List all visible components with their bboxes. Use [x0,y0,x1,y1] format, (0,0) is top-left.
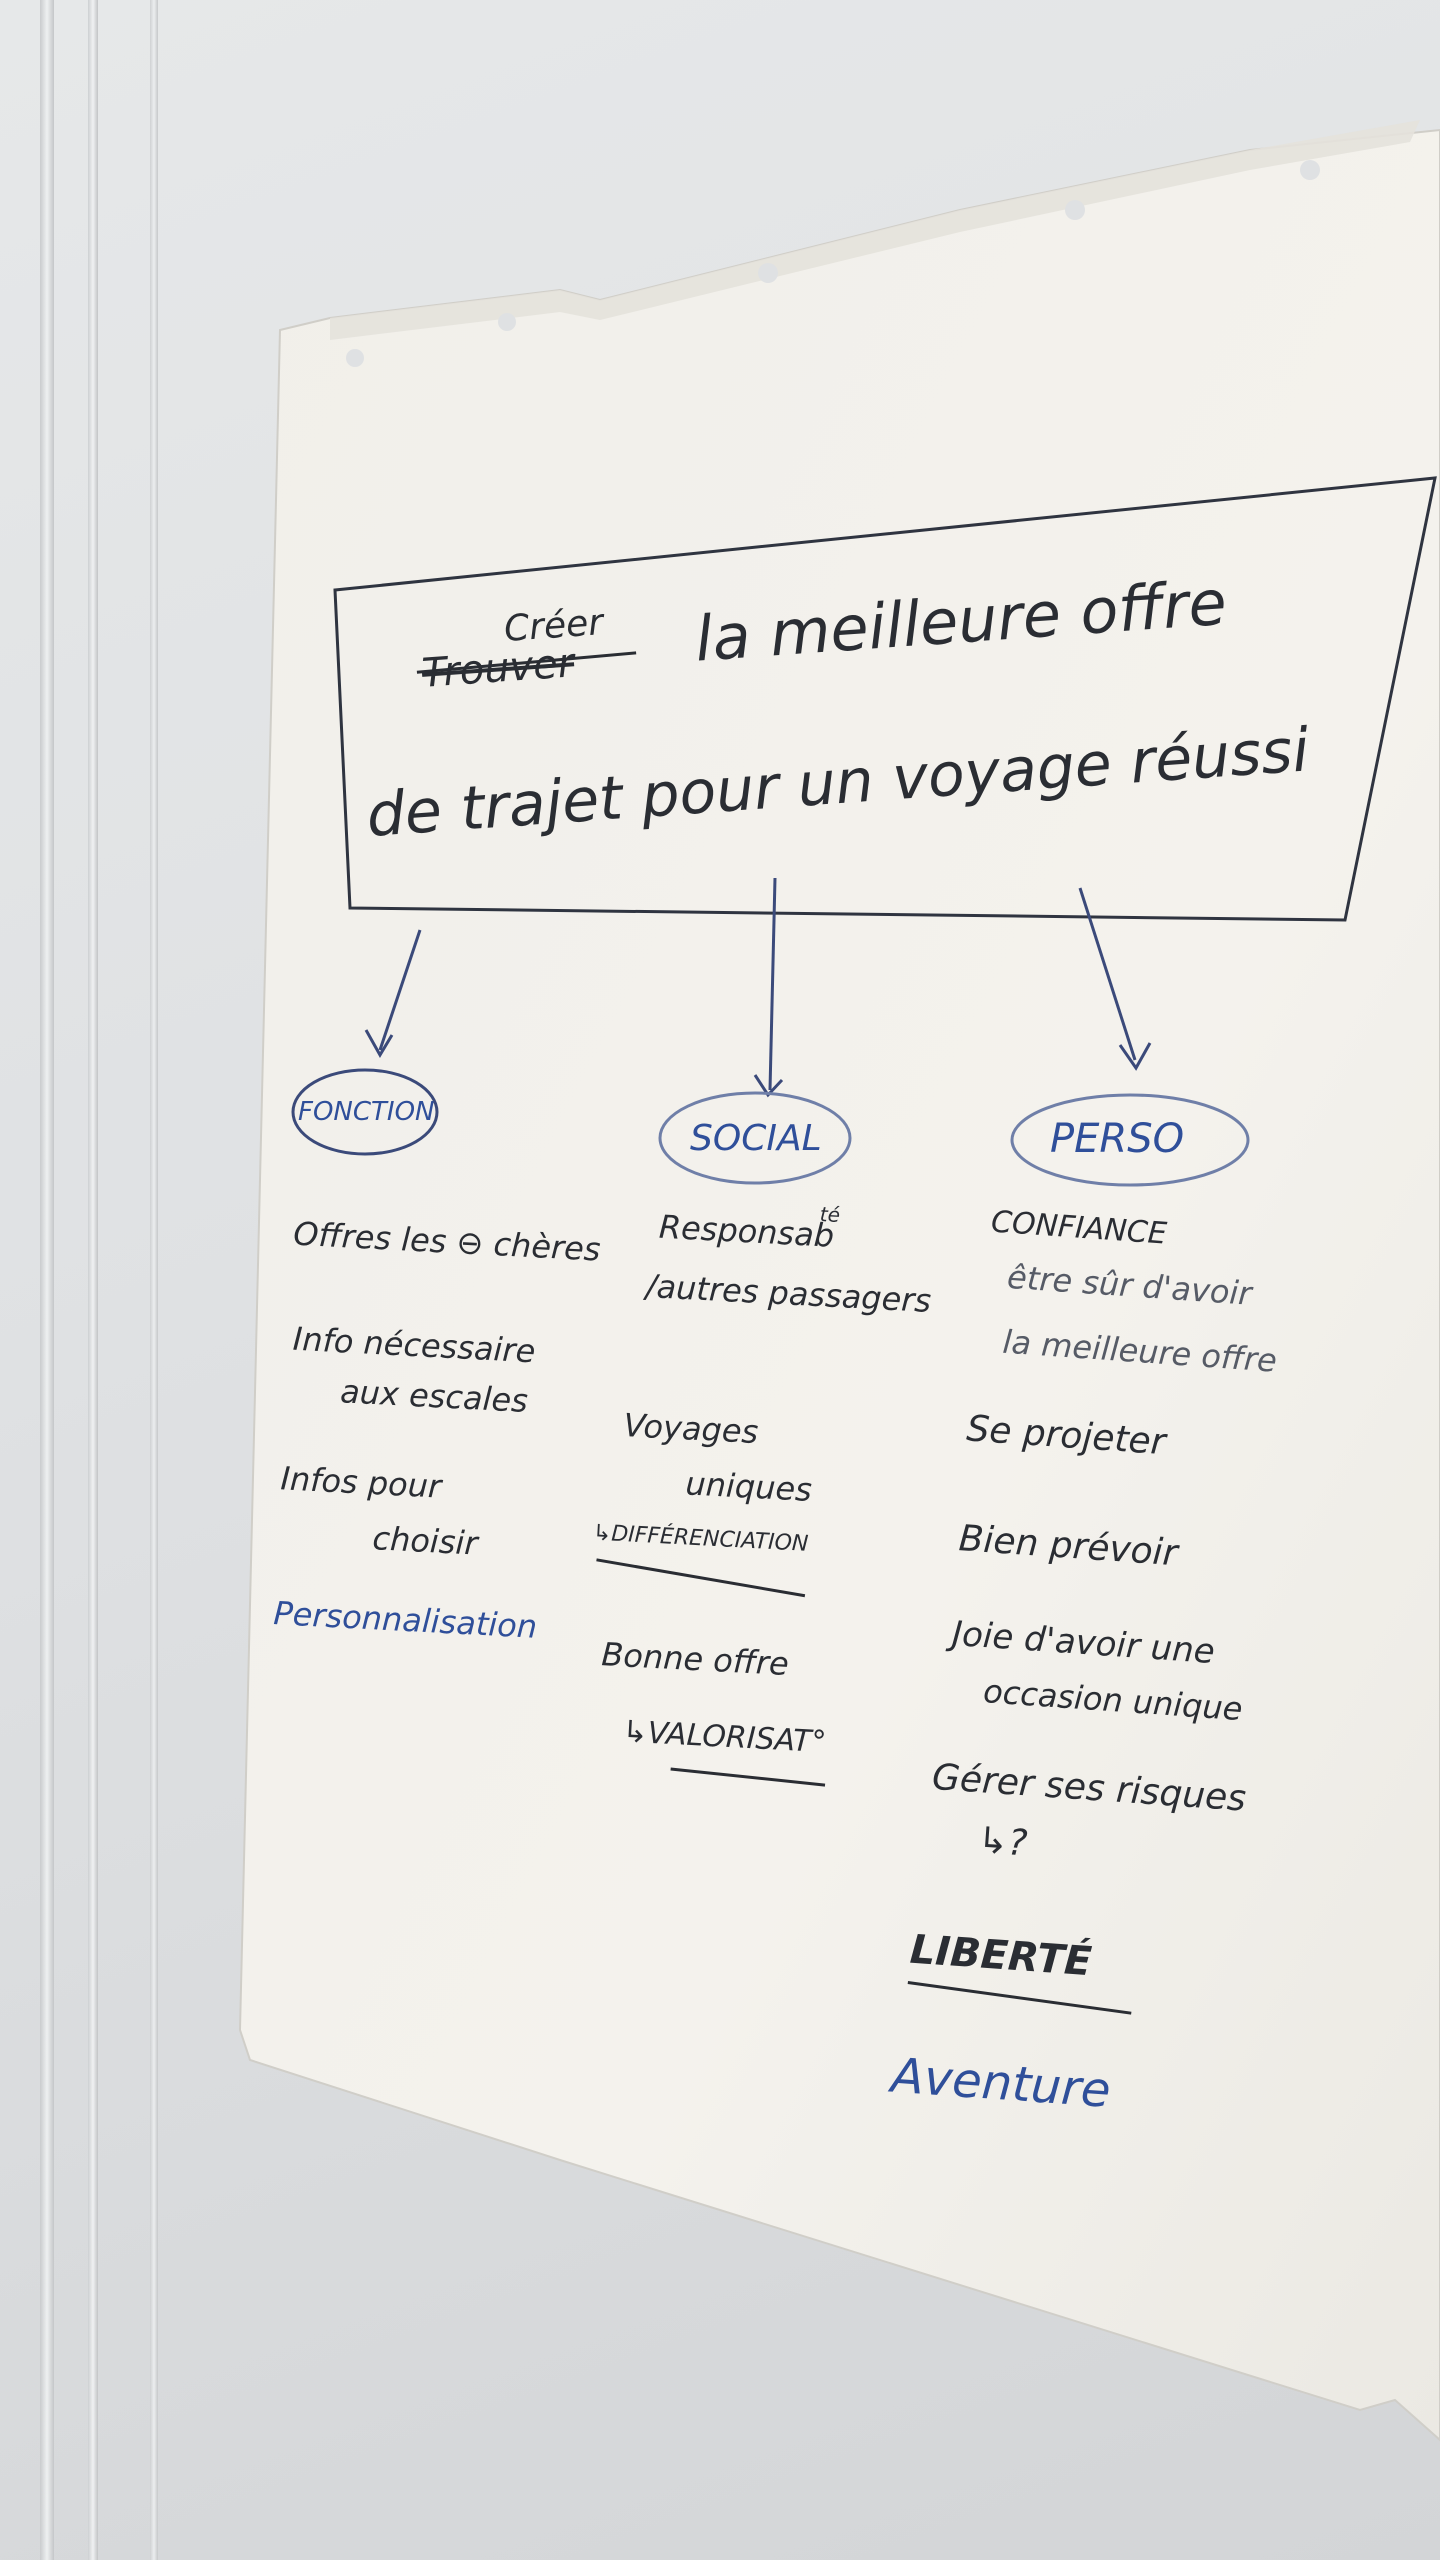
torn-edge [330,120,1420,340]
title-box [333,476,1437,922]
door-frame [40,0,54,2560]
punch-hole [1300,160,1320,180]
fonction-bubble [291,1068,439,1156]
arrow-to-perso [1078,887,1137,1061]
punch-hole [346,349,364,367]
social-item: Voyages [623,1406,760,1451]
perso-bubble [1010,1093,1250,1187]
social-item: té [819,1202,840,1227]
social-item: uniques [685,1464,813,1509]
perso-item: ↳? [976,1820,1028,1864]
perso-header: PERSO [1050,1116,1184,1162]
arrow-to-social [768,877,777,1091]
fonction-item: choisir [372,1519,481,1563]
social-item: Responsab [658,1208,835,1255]
social-bubble [658,1091,852,1185]
social-header: SOCIAL [690,1118,822,1159]
arrow-to-fonction [378,929,422,1051]
door-frame [88,0,98,2560]
fonction-header: FONCTION [298,1097,435,1127]
punch-hole [1065,200,1085,220]
title-insert-word: Créer [503,602,607,650]
door-frame [150,0,158,2560]
punch-hole [498,313,516,331]
punch-hole [758,263,778,283]
paper [238,128,1440,2442]
fonction-item: Infos pour [280,1459,444,1505]
